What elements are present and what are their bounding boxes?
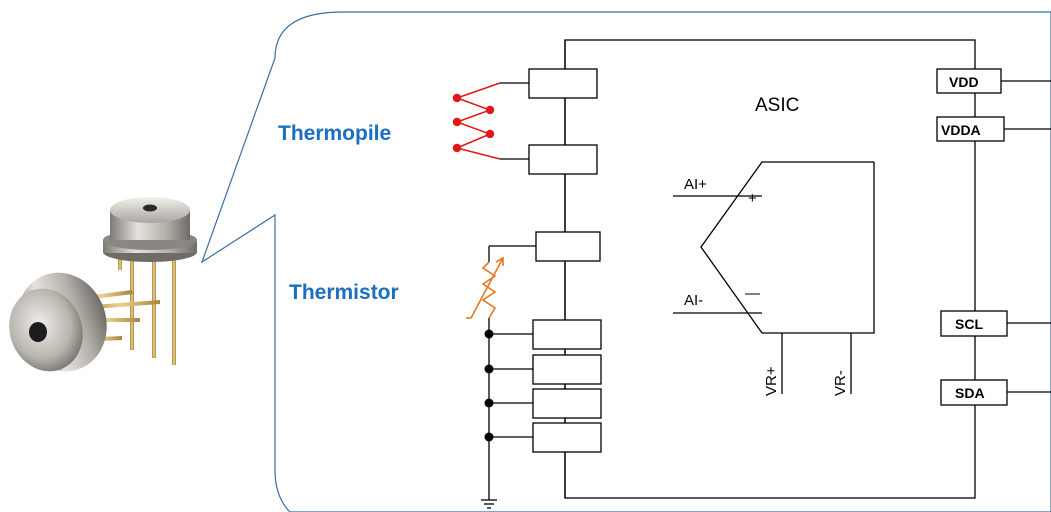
thermopile-input-box-2 [528, 144, 598, 175]
pin-vdda-label: VDDA [941, 122, 981, 138]
ai-minus-label: AI- [684, 292, 703, 309]
asic-label: ASIC [755, 95, 799, 116]
thermistor-label: Thermistor [289, 281, 399, 304]
op-amp-symbol [673, 161, 875, 394]
pin-scl [940, 310, 1008, 337]
ref-box-4 [532, 422, 602, 453]
pin-vdd-label: VDD [949, 74, 979, 90]
thermopile-label: Thermopile [278, 122, 391, 145]
sensor-photo [9, 197, 197, 372]
pin-scl-label: SCL [955, 316, 983, 332]
ref-box-2 [532, 354, 602, 385]
ground-icon [481, 499, 497, 509]
pin-sda-label: SDA [955, 385, 985, 401]
ai-plus-label: AI+ [684, 176, 707, 193]
thermopile-input-box-1 [528, 68, 598, 99]
callout-bubble [200, 11, 1051, 512]
pin-sda [940, 379, 1008, 406]
vr-plus-label: VR+ [763, 366, 780, 396]
plus-sign: + [748, 190, 757, 207]
thermistor-input-box [535, 231, 601, 262]
variable-resistor-icon [466, 256, 504, 319]
vr-minus-label: VR- [832, 370, 849, 396]
minus-sign: — [745, 285, 760, 302]
ref-box-3 [532, 388, 602, 419]
pin-vdd [936, 68, 1002, 94]
ref-box-1 [532, 319, 602, 350]
